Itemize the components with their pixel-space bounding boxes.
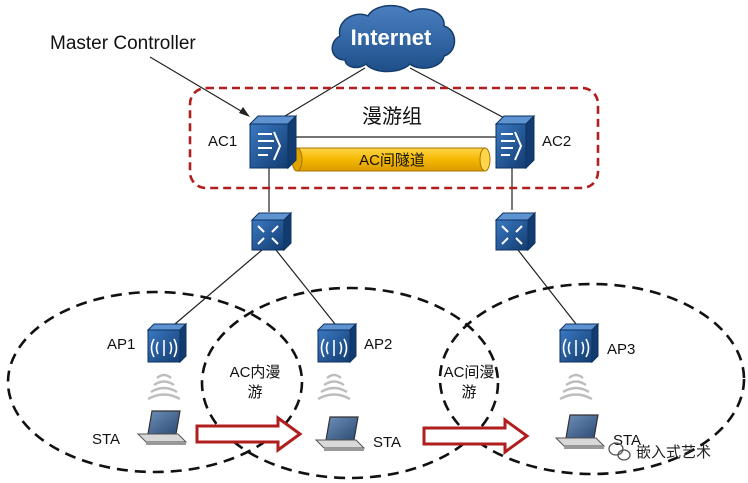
coverage-ap1 [6,290,304,474]
roam-arrow-inter [422,417,530,455]
pointer-arrowhead-icon [239,107,250,117]
tunnel-cap-right [479,147,491,172]
ap3-label: AP3 [607,341,635,358]
link-internet-ac1 [274,67,366,123]
watermark: 嵌入式艺术 [608,442,711,461]
coverage-ap2 [200,286,500,480]
cloud-icon [331,4,456,73]
inter-ac-roam-label-line2: 游 [461,384,476,401]
ac-controller-icon [258,131,282,161]
ac2-label: AC2 [542,133,571,150]
coverage-ap3 [438,282,746,476]
inter-ac-roam-label-line1: AC间漫 [444,364,495,381]
inter-ac-tunnel: AC间隧道 [291,147,491,172]
wireless-icon [150,338,178,358]
ap1-label: AP1 [107,336,135,353]
sta1-laptop [136,410,188,445]
switch-arrows-icon [501,225,523,245]
watermark-text: 嵌入式艺术 [636,444,711,461]
switch1-device [250,211,293,252]
wireless-icon [320,338,348,358]
ac1-device [248,114,298,170]
internet-label: Internet [351,25,432,50]
signal-wave-icon [147,373,181,401]
sta2-label: STA [373,434,401,451]
ac1-label: AC1 [208,133,237,150]
ap2-device [316,322,358,364]
laptop-icon [565,414,599,439]
laptop-icon [325,416,359,441]
right-arrow-icon [422,417,530,455]
link-internet-ac2 [409,67,513,123]
master-controller-pointer [149,56,250,117]
ap2-label: AP2 [364,336,392,353]
laptop-icon [147,410,181,435]
roaming-group-title: 漫游组 [362,105,422,128]
sta2-laptop [314,416,366,451]
intra-ac-roam-label-line2: 游 [247,384,262,401]
right-arrow-icon [195,415,303,453]
master-controller-label: Master Controller [50,33,196,54]
switch-arrows-icon [257,225,279,245]
signal-wave-icon [317,373,351,401]
sta3-laptop [554,414,606,449]
link-switch1-ap2 [275,249,336,325]
tunnel-label: AC间隧道 [359,152,425,169]
wireless-icon [562,338,590,358]
intra-ac-roam-label-line1: AC内漫 [230,364,281,381]
internet-cloud: Internet [331,4,456,73]
ac-controller-icon [501,131,523,161]
sta1-label: STA [92,431,120,448]
coverage-areas [6,282,746,480]
wechat-icon [608,442,631,461]
signal-waves [147,373,593,401]
signal-wave-icon [559,373,593,401]
ac2-device [494,114,536,170]
ap1-device [146,322,188,364]
ap3-device [558,322,600,364]
roam-arrow-intra [195,415,303,453]
roaming-group-box [188,86,600,190]
link-switch1-ap1 [174,249,263,325]
switch2-device [494,211,537,252]
